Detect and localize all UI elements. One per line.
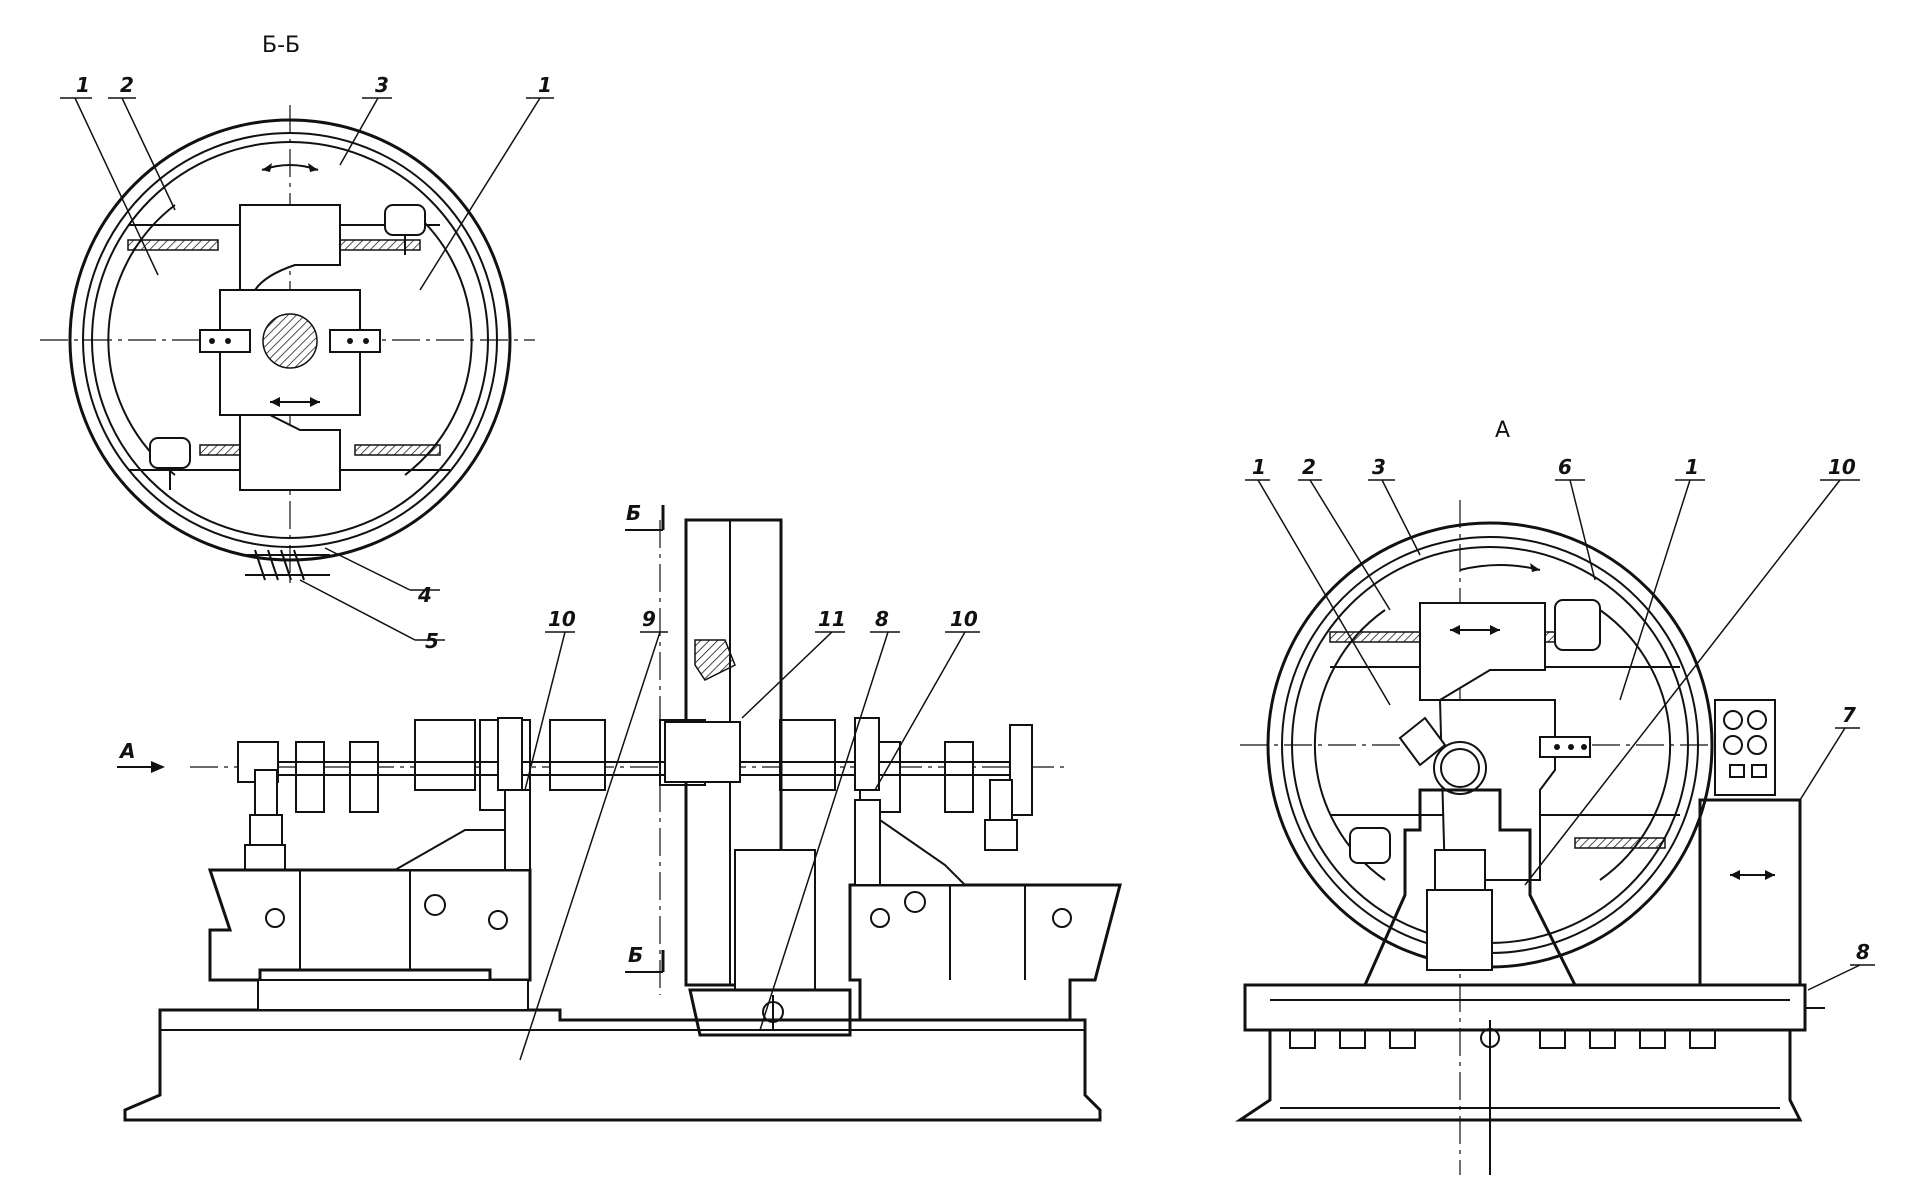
section-marker-top: Б (626, 501, 641, 525)
view-a-title: А (1495, 418, 1510, 443)
callout-side-11: 11 (818, 607, 846, 631)
callout-side-10-left: 10 (548, 607, 576, 631)
callout-a-8: 8 (1856, 940, 1870, 964)
callout-a-10: 10 (1828, 455, 1856, 479)
callout-side-10-right: 10 (950, 607, 978, 631)
section-bb-title: Б-Б (262, 33, 300, 58)
section-bb-view: Б-Б (40, 33, 554, 653)
callout-side-9: 9 (642, 607, 656, 631)
callout-a-7: 7 (1842, 703, 1856, 727)
worm-gear (245, 549, 330, 581)
callout-bb-3: 3 (375, 73, 389, 97)
section-marker-bottom: Б (628, 943, 643, 967)
view-arrow-label: А (118, 739, 135, 763)
callout-a-3: 3 (1372, 455, 1386, 479)
callout-side-8: 8 (875, 607, 889, 631)
callout-a-1-right: 1 (1685, 455, 1699, 479)
callout-bb-4: 4 (417, 583, 432, 607)
callout-a-1-left: 1 (1252, 455, 1266, 479)
callout-bb-5: 5 (425, 629, 439, 653)
view-a: А (1235, 418, 1875, 1175)
callout-a-6: 6 (1558, 455, 1572, 479)
callout-bb-2: 2 (120, 73, 134, 97)
callout-bb-1-left: 1 (76, 73, 90, 97)
callout-bb-1-right: 1 (538, 73, 552, 97)
callout-a-2: 2 (1302, 455, 1316, 479)
side-view: А (117, 501, 1122, 1122)
